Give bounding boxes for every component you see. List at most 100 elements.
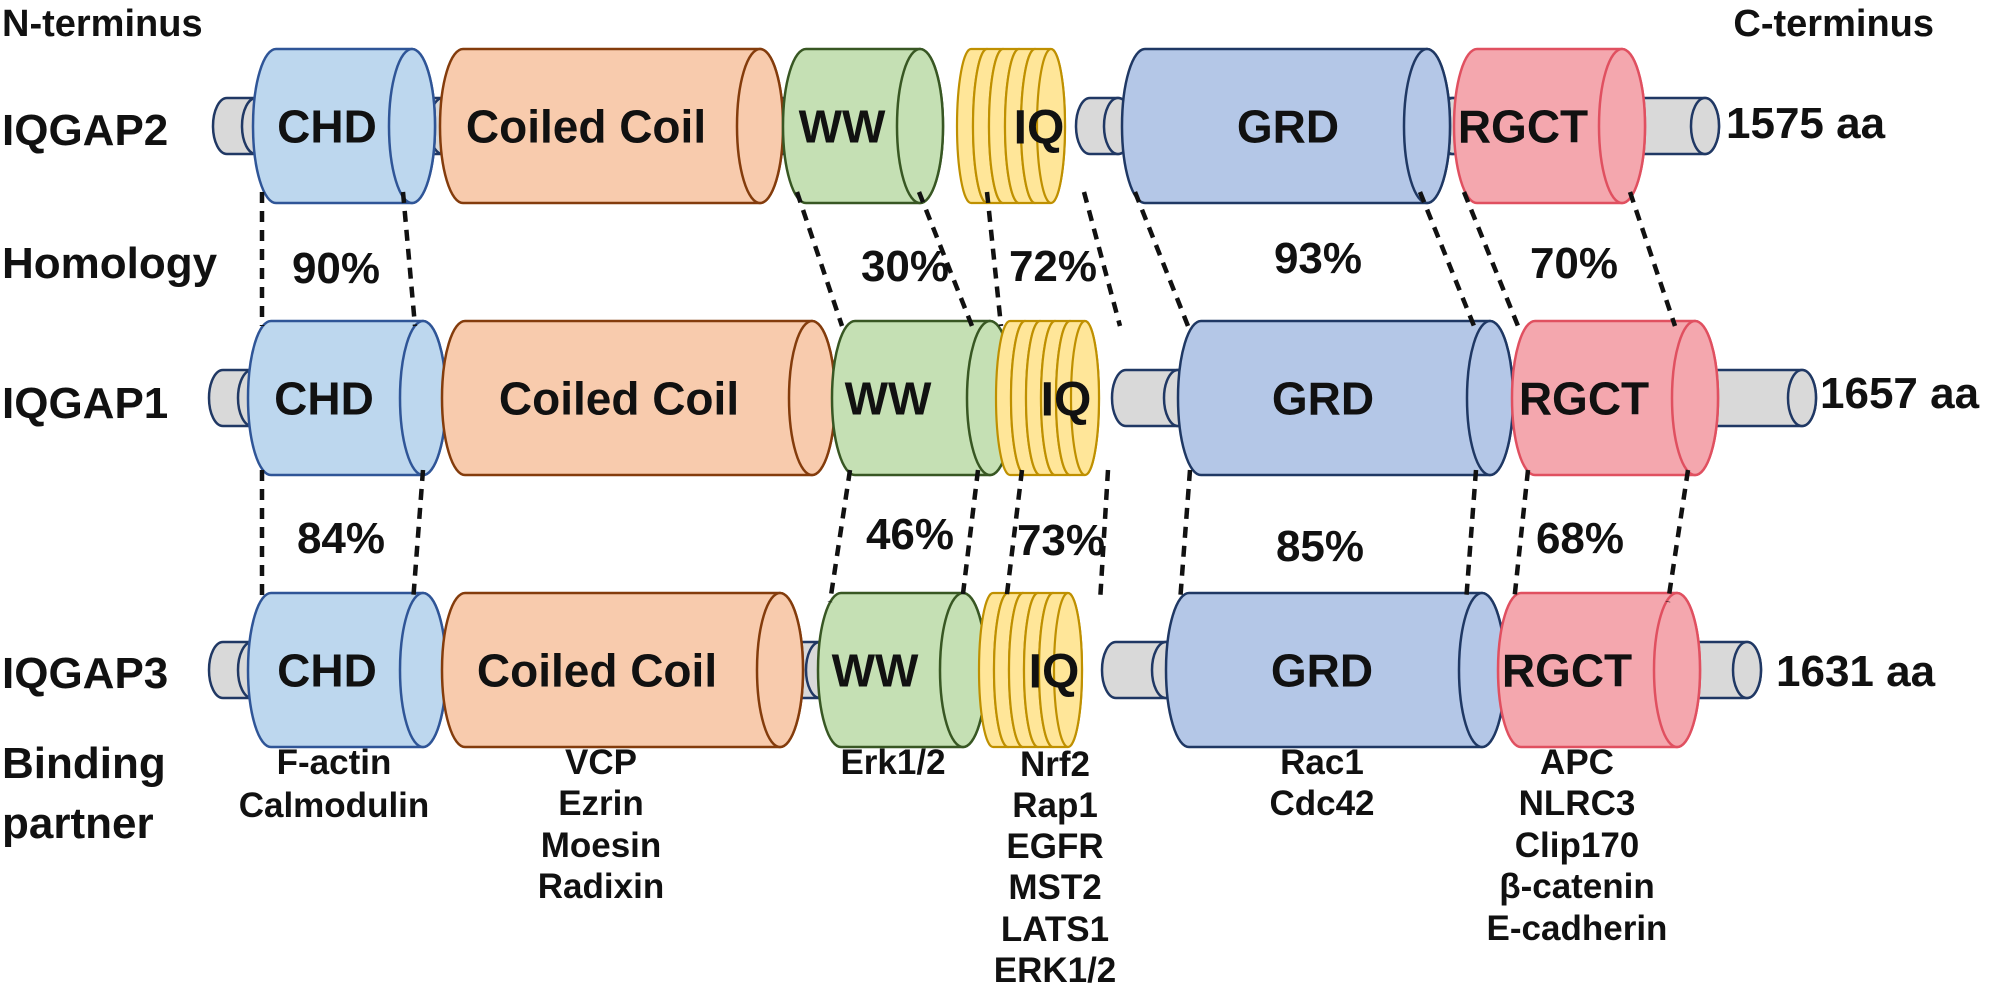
binding-partner: Ezrin [558, 784, 644, 823]
homology-label: Homology [2, 239, 218, 288]
homology-connector-line [1417, 191, 1477, 327]
iqgap2-chd-domain: CHD [251, 47, 437, 205]
iqgap2-ww-domain: WW [781, 47, 945, 205]
iqgap1-coiled-coil-domain-label: Coiled Coil [499, 373, 739, 425]
iqgap1-iq-domain: IQ [994, 319, 1101, 477]
iqgap1-iq-domain-label: IQ [1041, 373, 1092, 426]
binding-partner: Nrf2 [1020, 745, 1090, 784]
binding-partner: β-catenin [1499, 867, 1655, 906]
homology-chd-1: 90% [292, 244, 380, 293]
iqgap3-chd-domain-label: CHD [277, 645, 377, 697]
binding-partner: Moesin [541, 826, 662, 865]
homology-connector-line [1511, 469, 1531, 603]
iqgap3-coiled-coil-domain-label: Coiled Coil [477, 645, 717, 697]
binding-partner: EGFR [1006, 827, 1103, 866]
homology-grd-2: 85% [1276, 522, 1364, 571]
homology-connector-line [400, 191, 418, 327]
homology-connector-line [1003, 469, 1025, 603]
iqgap2-coiled-coil-domain: Coiled Coil [438, 47, 785, 205]
binding-partner: LATS1 [1001, 910, 1109, 949]
iqgap1-grd-domain-label: GRD [1272, 373, 1374, 425]
binding-partner-label-line2: partner [2, 799, 154, 848]
iqgap2-iq-domain: IQ [955, 47, 1067, 205]
n-terminus-label: N-terminus [2, 3, 203, 45]
homology-rgct-2: 68% [1536, 514, 1624, 563]
homology-iq-2: 73% [1017, 516, 1105, 565]
binding-partner: Radixin [538, 867, 664, 906]
binding-partner: NLRC3 [1519, 784, 1636, 823]
iqgap2-iq-domain-label: IQ [1014, 101, 1065, 154]
binding-partner-label-line1: Binding [2, 739, 166, 788]
homology-connector-line [1132, 191, 1191, 327]
iqgap3-ww-domain-label: WW [832, 645, 919, 697]
homology-connector-line [959, 469, 981, 603]
binding-partner: E-cadherin [1487, 909, 1668, 948]
protein-name-iqgap2: IQGAP2 [2, 106, 168, 155]
binding-partners-grd: Rac1 Cdc42 [1269, 743, 1374, 823]
homology-connector-line [1627, 191, 1678, 327]
iqgap1-coiled-coil-domain: Coiled Coil [440, 319, 837, 477]
iqgap2-rgct-domain: RGCT [1452, 47, 1647, 205]
binding-partners-coiled-coil: VCP Ezrin Moesin Radixin [538, 743, 664, 906]
iqgap3-ww-domain: WW [816, 591, 988, 749]
homology-rgct-1: 70% [1530, 239, 1618, 288]
iqgap3-iq-domain-label: IQ [1029, 645, 1080, 698]
protein-length-iqgap2: 1575 aa [1726, 99, 1886, 148]
c-terminus-label: C-terminus [1733, 3, 1934, 45]
homology-ww-1: 30% [861, 242, 949, 291]
homology-connector-line [1461, 191, 1521, 327]
homology-connector-line [794, 191, 845, 327]
homology-connector-line [1081, 191, 1123, 327]
iqgap3-rgct-domain-label: RGCT [1502, 645, 1632, 697]
binding-partners-rgct: APC NLRC3 Clip170 β-catenin E-cadherin [1487, 743, 1668, 948]
homology-ww-2: 46% [866, 510, 954, 559]
homology-grd-1: 93% [1274, 234, 1362, 283]
binding-partners-ww: Erk1/2 [840, 743, 945, 782]
binding-partner: ERK1/2 [994, 951, 1117, 984]
iqgap1-grd-domain: GRD [1176, 319, 1515, 477]
iqgap1-chd-domain: CHD [246, 319, 448, 477]
iqgap2-grd-domain-label: GRD [1237, 101, 1339, 153]
iqgap2-chd-domain-label: CHD [277, 101, 377, 153]
binding-partner: Erk1/2 [840, 743, 945, 782]
iqgap1-ww-domain: WW [830, 319, 1015, 477]
homology-connector-line [1097, 469, 1111, 603]
iqgap3-chd-domain: CHD [246, 591, 448, 749]
iqgap1-rgct-domain: RGCT [1510, 319, 1720, 477]
iqgap3-grd-domain: GRD [1164, 591, 1507, 749]
protein-length-iqgap3: 1631 aa [1776, 647, 1936, 696]
binding-partner: APC [1540, 743, 1614, 782]
binding-partner: VCP [565, 743, 637, 782]
iqgap3-coiled-coil-domain: Coiled Coil [440, 591, 805, 749]
protein-name-iqgap1: IQGAP1 [2, 379, 168, 428]
homology-connector-layer [259, 191, 1691, 603]
binding-partner: Rap1 [1012, 786, 1098, 825]
binding-partner: MST2 [1008, 868, 1101, 907]
binding-partner: Rac1 [1280, 743, 1364, 782]
homology-connector-line [916, 191, 975, 327]
iqgap3-grd-domain-label: GRD [1271, 645, 1373, 697]
homology-connector-line [984, 191, 1004, 327]
binding-partners-chd: F-actin Calmodulin [239, 743, 430, 825]
homology-connector-line [827, 469, 853, 603]
iqgap3-iq-domain: IQ [977, 591, 1084, 749]
iqgap2-grd-domain: GRD [1120, 47, 1452, 205]
homology-connector-line [1463, 469, 1479, 603]
iqgap2-coiled-coil-domain-label: Coiled Coil [466, 101, 706, 153]
homology-chd-2: 84% [297, 514, 385, 563]
iqgap1-ww-domain-label: WW [845, 373, 932, 425]
homology-iq-1: 72% [1009, 242, 1097, 291]
homology-connector-line [1177, 469, 1193, 603]
binding-partner: Clip170 [1515, 826, 1640, 865]
iqgap1-chd-domain-label: CHD [274, 373, 374, 425]
binding-partner: Cdc42 [1269, 784, 1374, 823]
iqgap3-rgct-domain: RGCT [1496, 591, 1702, 749]
protein-name-iqgap3: IQGAP3 [2, 649, 168, 698]
binding-partner: F-actin [277, 743, 392, 782]
iqgap2-ww-domain-label: WW [799, 101, 886, 153]
binding-partners-iq: Nrf2 Rap1 EGFR MST2 LATS1 ERK1/2 [994, 745, 1117, 984]
homology-connector-line [1665, 469, 1691, 603]
iqgap2-rgct-domain-label: RGCT [1458, 101, 1588, 153]
